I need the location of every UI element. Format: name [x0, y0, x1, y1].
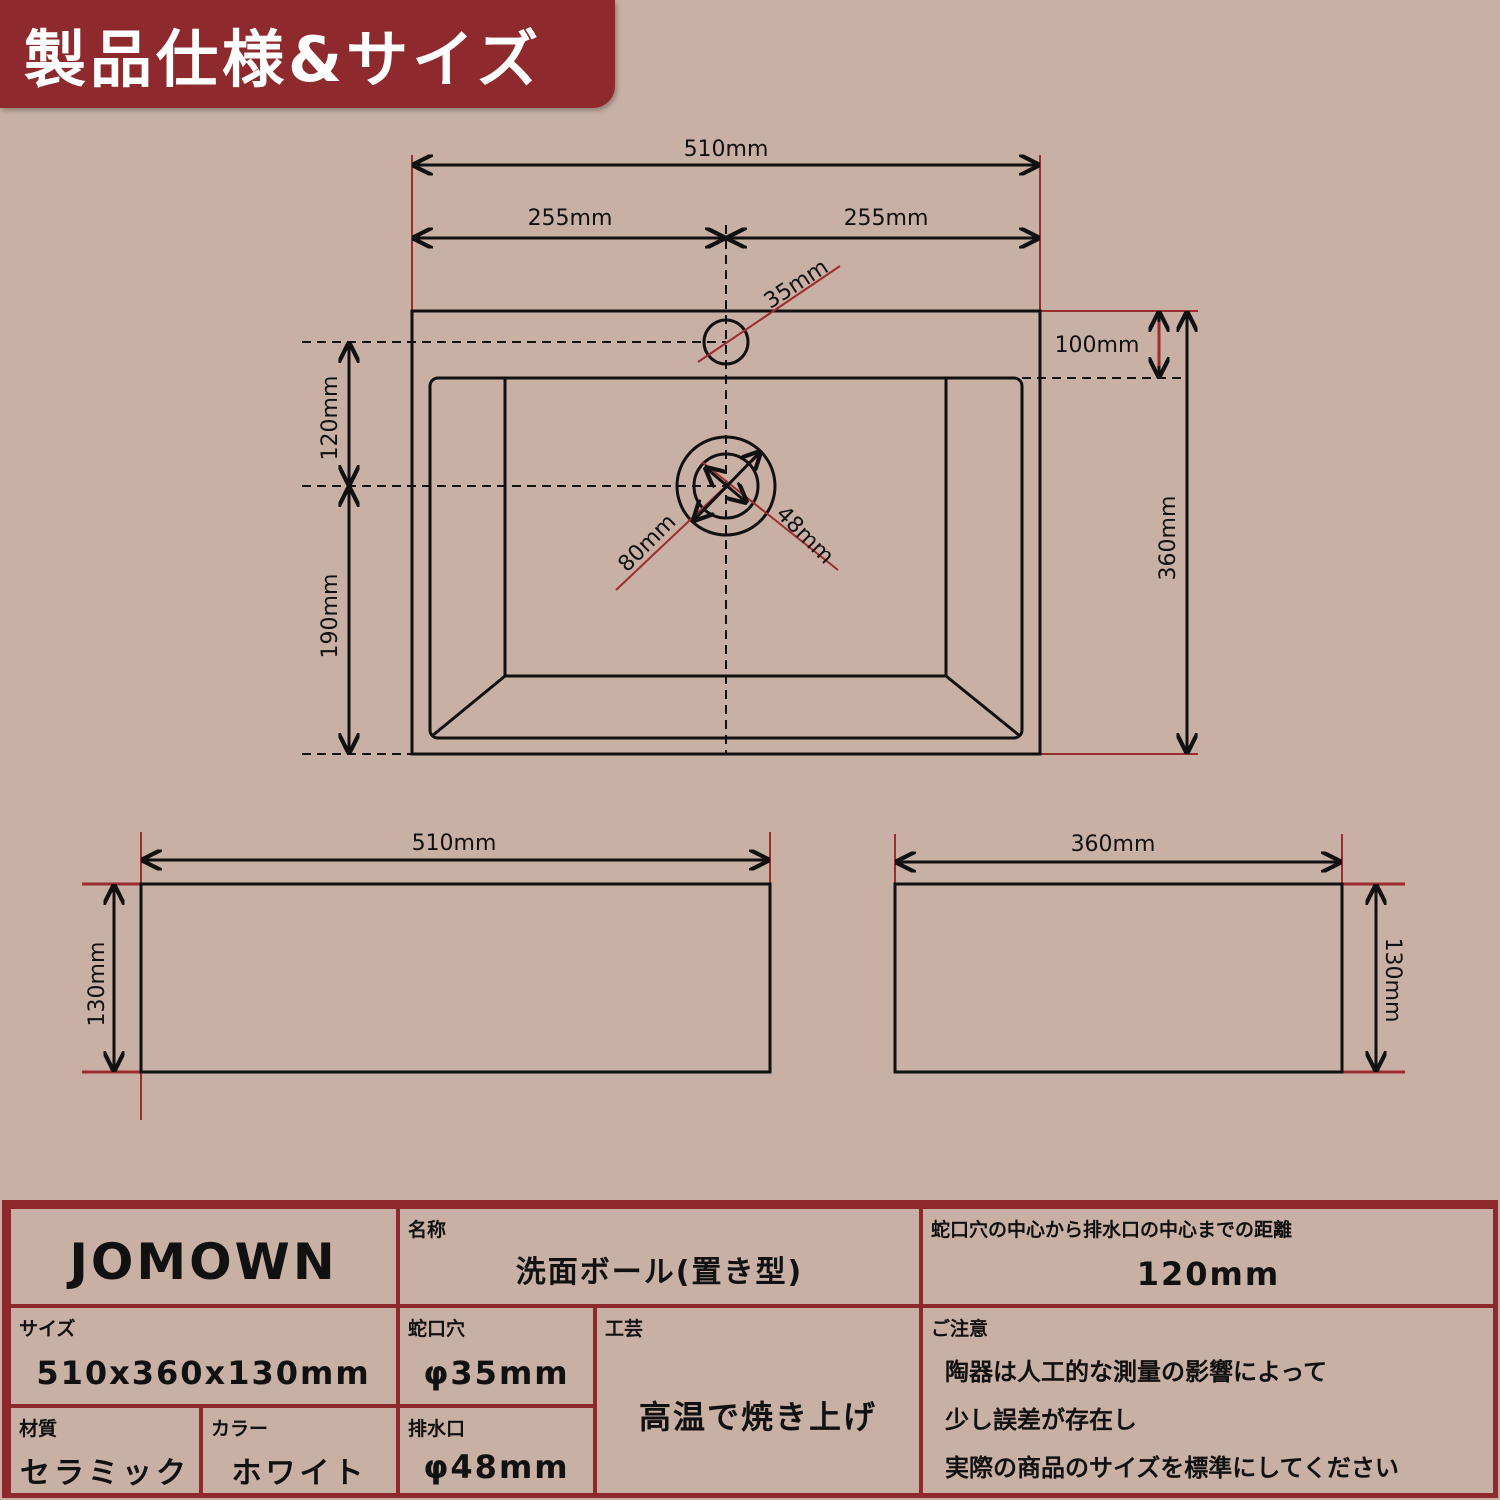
top-view: 510mm 255mm 255mm 35mm 80mm 48mm	[302, 137, 1198, 756]
distance-value: 120mm	[1136, 1255, 1281, 1293]
size-label: サイズ	[19, 1318, 76, 1340]
dim-half-width-right: 255mm	[844, 206, 929, 231]
craft-label: 工芸	[605, 1318, 644, 1340]
notice-line-3: 実際の商品のサイズを標準にしてください	[945, 1454, 1399, 1482]
dim-side-height: 130mm	[1380, 938, 1405, 1023]
front-view: 510mm 130mm	[82, 831, 772, 1120]
faucet-label: 蛇口穴	[408, 1318, 466, 1340]
dim-half-width-left: 255mm	[528, 206, 613, 231]
brand-cell: JOMOWN	[7, 1205, 400, 1308]
distance-label: 蛇口穴の中心から排水口の中心までの距離	[931, 1219, 1293, 1241]
dim-drain-outer: 80mm	[614, 510, 682, 578]
name-label: 名称	[408, 1219, 447, 1241]
notice-cell: ご注意 陶器は人工的な測量の影響によって 少し誤差が存在し 実際の商品のサイズを…	[919, 1304, 1498, 1498]
faucet-cell: 蛇口穴 φ35mm	[396, 1304, 597, 1408]
dim-drain-to-front: 190mm	[318, 574, 343, 659]
dim-front-height: 130mm	[85, 942, 110, 1027]
dim-faucet-hole: 35mm	[760, 255, 833, 315]
distance-cell: 蛇口穴の中心から排水口の中心までの距離 120mm	[919, 1205, 1498, 1308]
name-cell: 名称 洗面ボール(置き型)	[396, 1205, 923, 1308]
drain-label: 排水口	[408, 1418, 466, 1440]
material-value: セラミック	[20, 1456, 190, 1491]
dim-front-width: 510mm	[412, 831, 497, 856]
color-cell: カラー ホワイト	[199, 1404, 400, 1498]
size-cell: サイズ 510x360x130mm	[7, 1304, 400, 1408]
size-value: 510x360x130mm	[36, 1354, 371, 1392]
notice-line-1: 陶器は人工的な測量の影響によって	[945, 1358, 1328, 1386]
side-view: 360mm 130mm	[893, 832, 1405, 1074]
drain-value: φ48mm	[423, 1448, 570, 1486]
name-value: 洗面ボール(置き型)	[515, 1255, 804, 1290]
color-value: ホワイト	[231, 1456, 368, 1491]
dim-side-width: 360mm	[1071, 832, 1156, 857]
dim-overall-width: 510mm	[684, 137, 769, 162]
craft-value: 高温で焼き上げ	[638, 1398, 877, 1436]
material-label: 材質	[19, 1418, 58, 1440]
spec-table: JOMOWN 名称 洗面ボール(置き型) 蛇口穴の中心から排水口の中心までの距離…	[2, 1200, 1498, 1498]
notice-line-2: 少し誤差が存在し	[945, 1406, 1137, 1434]
notice-label: ご注意	[931, 1318, 989, 1340]
faucet-value: φ35mm	[423, 1354, 570, 1392]
dim-overall-depth: 360mm	[1156, 496, 1181, 581]
dim-drain-inner: 48mm	[771, 502, 839, 570]
material-cell: 材質 セラミック	[7, 1404, 203, 1498]
dim-faucet-offset: 100mm	[1055, 333, 1140, 358]
dim-faucet-to-drain: 120mm	[318, 376, 343, 461]
brand-name: JOMOWN	[69, 1233, 338, 1291]
title-banner: 製品仕様&サイズ	[0, 0, 615, 108]
color-label: カラー	[211, 1418, 269, 1440]
drain-cell: 排水口 φ48mm	[396, 1404, 597, 1498]
craft-cell: 工芸 高温で焼き上げ	[593, 1304, 923, 1498]
page-title: 製品仕様&サイズ	[24, 23, 543, 96]
